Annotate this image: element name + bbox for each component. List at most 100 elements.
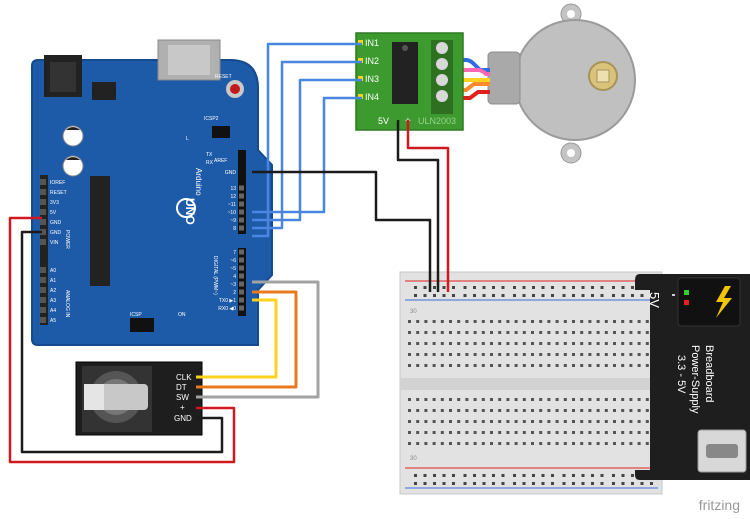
arduino-left-pin-label: GND (50, 230, 62, 236)
breadboard-hole (514, 409, 518, 412)
breadboard-hole (637, 420, 641, 423)
breadboard-hole (621, 431, 625, 434)
breadboard-hole (465, 442, 469, 445)
arduino-left-pin-label: RESET (50, 190, 67, 196)
breadboard-hole (547, 331, 551, 334)
uln2003-chip (392, 42, 418, 104)
breadboard-hole (539, 409, 543, 412)
breadboard-hole (440, 409, 444, 412)
breadboard-hole (424, 353, 428, 356)
breadboard-hole (580, 398, 584, 401)
breadboard-hole (408, 431, 411, 434)
arduino-pin (40, 277, 46, 283)
arduino-pin (239, 273, 244, 279)
arduino-digital-pin-label: 13 (230, 186, 236, 192)
arduino-pin (40, 307, 46, 313)
breadboard-hole (490, 398, 493, 401)
breadboard-hole (432, 398, 436, 401)
breadboard-hole (547, 320, 551, 323)
breadboard-hole (551, 482, 554, 485)
wire-driver-plus (406, 120, 450, 292)
breadboard-hole (440, 353, 444, 356)
breadboard-hole (629, 431, 633, 434)
breadboard-hole (416, 398, 420, 401)
breadboard-hole (473, 364, 477, 367)
breadboard-hole (442, 474, 446, 477)
breadboard-hole (440, 398, 444, 401)
breadboard-hole (408, 342, 411, 345)
breadboard-hole (442, 294, 446, 297)
breadboard-hole (473, 482, 476, 485)
arduino-logo-icon (176, 198, 196, 218)
lightning-icon (716, 286, 732, 318)
breadboard-hole (463, 286, 467, 289)
breadboard-hole (490, 364, 493, 367)
breadboard-hole (490, 331, 493, 334)
arduino-pin (239, 217, 244, 223)
breadboard-hole (498, 331, 502, 334)
breadboard-hole (581, 286, 585, 289)
l-label: L (186, 136, 189, 142)
breadboard-hole (473, 431, 477, 434)
breadboard-hole (440, 342, 444, 345)
breadboard-hole (631, 294, 634, 297)
breadboard-hole (621, 342, 625, 345)
wire-encoder-gnd (20, 230, 224, 454)
breadboard-hole (613, 409, 616, 412)
breadboard-hole (522, 294, 526, 297)
fritzing-watermark: fritzing (699, 497, 740, 513)
breadboard-hole (522, 420, 526, 423)
arduino-pin (40, 189, 46, 195)
breadboard-hole (588, 409, 592, 412)
breadboard-hole (581, 474, 585, 477)
breadboard-hole (637, 364, 641, 367)
breadboard-hole (547, 398, 551, 401)
breadboard-hole (531, 320, 534, 323)
breadboard-hole (498, 409, 502, 412)
arduino-pin (40, 179, 46, 185)
breadboard-hole (492, 482, 495, 485)
breadboard-hole (588, 342, 592, 345)
breadboard-hole (596, 320, 600, 323)
breadboard-hole (572, 420, 575, 423)
driver-in4-label: IN4 (365, 92, 379, 102)
arduino-pin (239, 249, 244, 255)
arduino-pin (40, 287, 46, 293)
arduino-analog-pin-label: A1 (50, 278, 56, 284)
breadboard-hole (465, 320, 469, 323)
breadboard-hole (492, 286, 495, 289)
breadboard-hole (531, 431, 534, 434)
breadboard-hole (580, 442, 584, 445)
breadboard-hole (432, 409, 436, 412)
breadboard-hole (449, 420, 452, 423)
breadboard-hole (596, 420, 600, 423)
breadboard-hole (562, 474, 566, 477)
arduino-brand: Arduino (194, 168, 203, 196)
breadboard-hole (604, 331, 608, 334)
breadboard-hole (432, 442, 436, 445)
breadboard-hole (588, 431, 592, 434)
breadboard-hole (588, 320, 592, 323)
breadboard-hole (440, 442, 444, 445)
breadboard-hole (640, 482, 644, 485)
breadboard-hole (539, 420, 543, 423)
breadboard-hole (432, 353, 436, 356)
breadboard-hole (588, 331, 592, 334)
breadboard-hole (621, 331, 625, 334)
breadboard-hole (482, 474, 486, 477)
gnd-top-label: GND (225, 170, 237, 176)
breadboard-hole (645, 409, 649, 412)
breadboard-hole (506, 320, 510, 323)
arduino-pin (239, 201, 244, 207)
arduino-digital-pin-label: ~10 (228, 210, 237, 216)
arduino-left-pin-label: 3V3 (50, 200, 59, 206)
breadboard-hole (490, 409, 493, 412)
breadboard-hole (514, 398, 518, 401)
aref-label: AREF (214, 158, 227, 164)
breadboard-hole (473, 353, 477, 356)
breadboard-hole (637, 431, 641, 434)
breadboard-hole (555, 320, 559, 323)
breadboard-hole (423, 474, 427, 477)
